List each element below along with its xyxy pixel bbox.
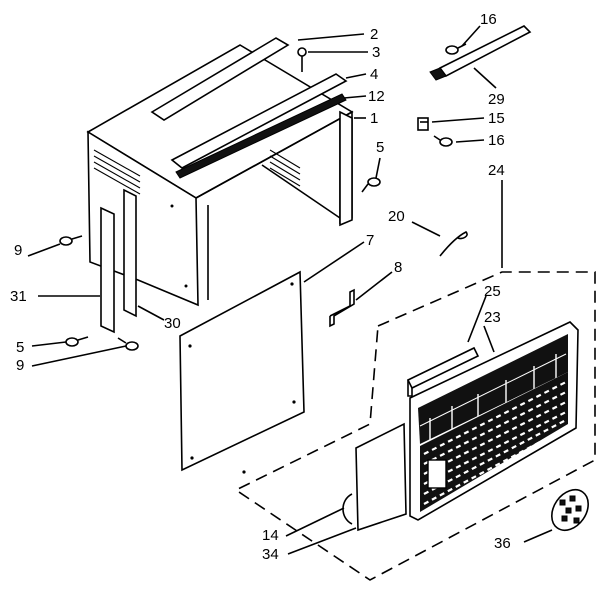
screw-16-lower	[433, 135, 453, 147]
callout-5: 5	[16, 339, 24, 356]
callout-12: 12	[368, 88, 385, 105]
clip-15	[417, 117, 429, 131]
callout-29: 29	[488, 91, 505, 108]
callout-9: 9	[16, 357, 24, 374]
side-strip-30	[123, 188, 137, 318]
callout-24: 24	[488, 162, 505, 179]
callout-16: 16	[488, 132, 505, 149]
callout-30: 30	[164, 315, 181, 332]
bracket-1	[339, 110, 353, 227]
callout-3: 3	[372, 44, 380, 61]
rail-4	[170, 73, 348, 169]
screw-9-upper	[59, 235, 83, 246]
callout-1: 1	[370, 110, 378, 127]
top-rail-2	[150, 37, 290, 121]
callout-31: 31	[10, 288, 27, 305]
leader-lines	[27, 25, 553, 555]
callout-5: 5	[376, 139, 384, 156]
filter-34	[355, 422, 407, 532]
callout-2: 2	[370, 26, 378, 43]
screw-5-lower	[65, 336, 89, 347]
callout-labels: 2 3 4 12 1 5 16 29 15 16 24 20 7 8 9 31 …	[10, 11, 511, 563]
callout-9: 9	[14, 242, 22, 259]
bar-29-end	[429, 67, 447, 81]
callout-7: 7	[366, 232, 374, 249]
callout-34: 34	[262, 546, 279, 563]
filter-bracket-25	[406, 346, 480, 390]
callout-8: 8	[394, 259, 402, 276]
rear-vents	[269, 149, 301, 187]
clip-20	[439, 231, 468, 257]
screw-5-upper	[361, 177, 381, 193]
screw-3	[297, 47, 307, 72]
callout-15: 15	[488, 110, 505, 127]
front-assembly-outline	[234, 271, 596, 581]
front-grille-23	[409, 321, 579, 521]
screw-9-lower	[117, 337, 139, 351]
panel-7	[179, 270, 305, 472]
side-strip-31	[100, 206, 115, 334]
callout-14: 14	[262, 527, 279, 544]
callout-25: 25	[484, 283, 501, 300]
callout-36: 36	[494, 535, 511, 552]
callout-4: 4	[370, 66, 378, 83]
side-louvers	[93, 149, 141, 195]
callout-23: 23	[484, 309, 501, 326]
screw-16-upper	[445, 43, 467, 55]
rail-12	[175, 93, 347, 179]
bracket-8	[329, 288, 355, 328]
knob-36	[551, 488, 589, 532]
callout-20: 20	[388, 208, 405, 225]
retainer-14	[342, 493, 353, 525]
callout-16: 16	[480, 11, 497, 28]
